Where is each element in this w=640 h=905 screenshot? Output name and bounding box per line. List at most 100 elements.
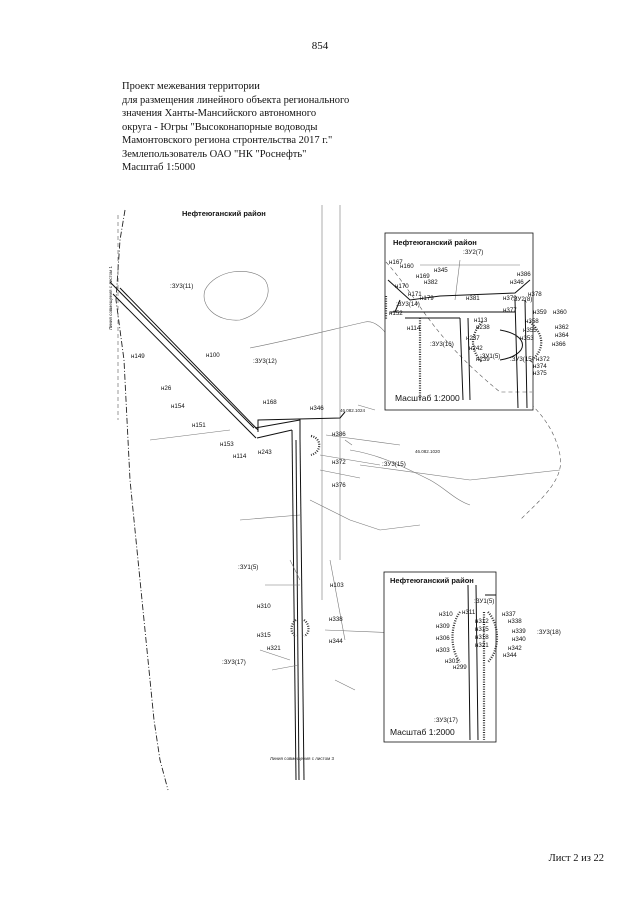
point-label: н114 — [233, 453, 247, 460]
point-label: н167 — [389, 259, 403, 266]
inset-region-label: Нефтеюганский район — [390, 576, 474, 585]
point-label: н386 — [332, 431, 346, 438]
point-label: н364 — [555, 332, 569, 339]
point-label: н103 — [330, 582, 344, 589]
point-label: н299 — [453, 664, 467, 671]
point-label: н237 — [466, 335, 480, 342]
point-label: н346 — [310, 405, 324, 412]
point-label: н321 — [475, 642, 489, 649]
match-line-top-label: Линия совмещения с листом 1 — [108, 266, 113, 330]
point-label: н179 — [420, 295, 434, 302]
point-label: н372 — [332, 459, 346, 466]
point-label: н315 — [475, 626, 489, 633]
point-label: н306 — [436, 635, 450, 642]
title-line: Мамонтовского региона стронтельства 2017… — [122, 135, 333, 146]
point-label: н379 — [503, 295, 517, 302]
point-label: н149 — [131, 353, 145, 360]
inset-bottom: Нефтеюганский район Масштаб 1:2000 :ЗУ1(… — [383, 571, 561, 743]
point-label: н168 — [263, 399, 277, 406]
point-label: н372 — [536, 356, 550, 363]
point-label: н239 — [476, 356, 490, 363]
point-label: н310 — [439, 611, 453, 618]
district-boundary — [115, 209, 169, 791]
region-label: Нефтеюганский район — [182, 209, 266, 218]
cadastral-number-label: 46.082.1020 — [415, 449, 441, 454]
point-label: н382 — [424, 279, 438, 286]
parcel-label: :ЗУ1(5) — [474, 598, 494, 605]
inset-region-label: Нефтеюганский район — [393, 238, 477, 247]
point-label: н378 — [528, 291, 542, 298]
point-label: н315 — [257, 632, 271, 639]
title-block: Проект межевания территории для размещен… — [122, 80, 422, 175]
point-label: н376 — [332, 482, 346, 489]
parcel-label: :ЗУ3(15) — [382, 461, 406, 468]
point-label: н238 — [476, 324, 490, 331]
point-label: н353 — [520, 335, 534, 342]
point-label: н170 — [395, 283, 409, 290]
background-contours — [149, 205, 561, 691]
inset-scale: Масштаб 1:2000 — [395, 393, 460, 403]
parcel-label: :ЗУ3(15) — [510, 356, 534, 363]
point-label: н169 — [416, 273, 430, 280]
point-label: н171 — [408, 291, 422, 298]
match-line-bottom-label: Линия совмещения с листом 3 — [270, 756, 334, 761]
parcel-label: :ЗУ3(17) — [222, 659, 246, 666]
title-line: Проект межевания территории — [122, 81, 260, 92]
point-label: н154 — [171, 403, 185, 410]
point-label: н340 — [512, 636, 526, 643]
main-map-labels: Нефтеюганский район Линия совмещения с л… — [108, 209, 441, 761]
page-number: 854 — [311, 40, 329, 52]
point-label: н243 — [258, 449, 272, 456]
point-label: н26 — [161, 385, 172, 392]
point-label: н377 — [503, 307, 517, 314]
point-label: н386 — [517, 271, 531, 278]
point-label: н374 — [533, 363, 547, 370]
parcel-label: :ЗУ3(17) — [434, 717, 458, 724]
point-label: н153 — [220, 441, 234, 448]
point-label: н312 — [475, 618, 489, 625]
title-line: Землепользователь ОАО "НК "Роснефть" — [122, 148, 307, 160]
leader-lines — [265, 434, 401, 671]
point-label: н362 — [555, 324, 569, 331]
point-label: н346 — [510, 279, 524, 286]
title-line: значения Ханты-Мансийского автономного — [122, 108, 317, 119]
point-label: н338 — [329, 616, 343, 623]
parcel-label: :ЗУ2(7) — [463, 249, 483, 256]
parcel-label: :ЗУ2(8) — [512, 296, 532, 303]
inset-top: Нефтеюганский район Масштаб 1:2000 :ЗУ2(… — [384, 232, 569, 411]
point-label: н113 — [474, 317, 488, 324]
point-label: н358 — [525, 318, 539, 325]
point-label: н309 — [436, 623, 450, 630]
parcel-label: :ЗУ3(18) — [537, 629, 561, 636]
point-label: н359 — [533, 309, 547, 316]
point-label: н311 — [462, 609, 476, 616]
title-line: для размещения линейного объекта региона… — [122, 94, 350, 106]
point-label: н360 — [553, 309, 567, 316]
point-label: н381 — [466, 295, 480, 302]
parcel-label: :ЗУ1(5) — [480, 353, 500, 360]
point-label: н114 — [407, 325, 421, 332]
parcel-label: :ЗУ3(11) — [170, 283, 193, 290]
point-label: н345 — [434, 267, 448, 274]
scale-line: Масштаб 1:5000 — [122, 162, 196, 173]
cadastral-number-label: 46.082.1024 — [340, 408, 366, 413]
point-label: н337 — [502, 611, 516, 618]
inset-scale: Масштаб 1:2000 — [390, 727, 455, 737]
parcel-label: :ЗУ3(12) — [253, 358, 277, 365]
parcel-label: :ЗУ1(5) — [238, 564, 258, 571]
point-label: н344 — [329, 638, 343, 645]
parcel-label: :ЗУ3(16) — [430, 341, 454, 348]
pipeline-corridor — [109, 281, 346, 781]
parcel-label: :ЗУ3(14) — [396, 301, 420, 308]
sheet-footer: Лист 2 из 22 — [548, 853, 604, 864]
point-label: н355 — [523, 327, 537, 334]
point-label: н100 — [206, 352, 220, 359]
point-label: н339 — [512, 628, 526, 635]
point-label: н242 — [469, 345, 483, 352]
point-label: н303 — [436, 647, 450, 654]
point-label: н366 — [552, 341, 566, 348]
point-label: н151 — [192, 422, 206, 429]
point-label: н160 — [400, 263, 414, 270]
